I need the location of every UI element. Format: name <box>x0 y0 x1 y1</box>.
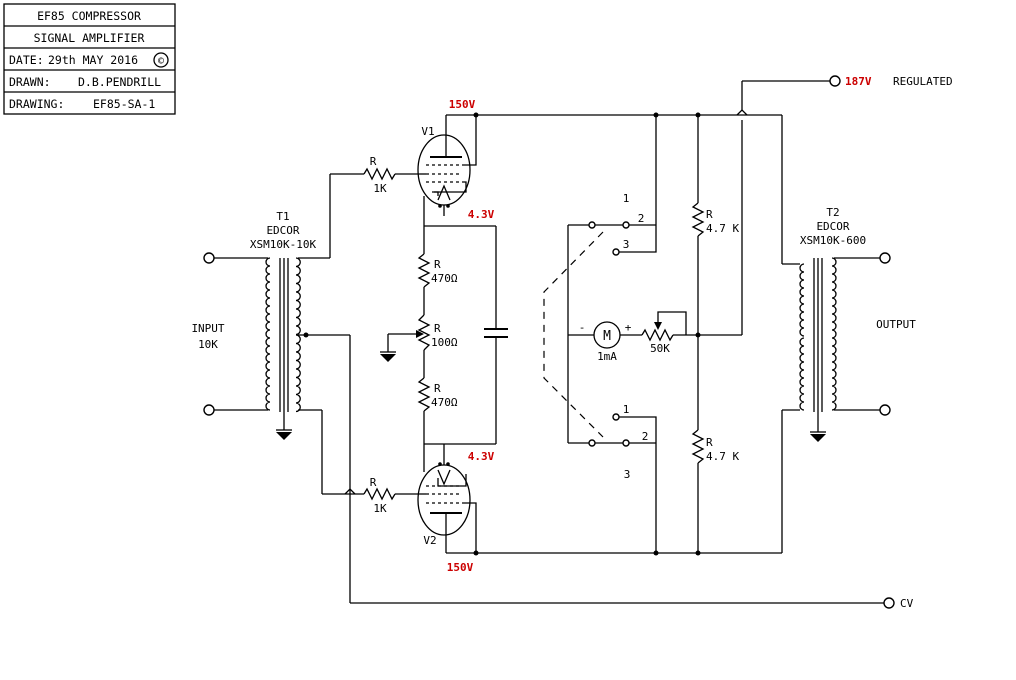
t2-model: XSM10K-600 <box>800 234 866 247</box>
output-label: OUTPUT <box>876 318 916 331</box>
drawing-value: EF85-SA-1 <box>93 97 155 111</box>
grid-resistor-1: R 1K <box>330 155 420 195</box>
meter: M - + 1mA 50K <box>568 311 742 363</box>
copyright-icon <box>153 52 169 68</box>
cv-label: CV <box>900 597 914 610</box>
r-div-bot-value: 4.7 K <box>706 450 739 463</box>
output-terminal-top[interactable] <box>879 252 891 264</box>
supply-terminal[interactable] <box>829 75 841 87</box>
supply-voltage: 187V <box>845 75 872 88</box>
divider: R 4.7 K R 4.7 K <box>691 115 739 553</box>
r-grid-1-ref: R <box>370 155 377 168</box>
drawing-label: DRAWING: <box>9 97 64 111</box>
r-grid-1-value: 1K <box>373 182 387 195</box>
r-cathode-bot-ref: R <box>434 382 441 395</box>
title-block: EF85 COMPRESSOR SIGNAL AMPLIFIER DATE: 2… <box>3 3 176 115</box>
input-terminal-bottom[interactable] <box>203 404 215 416</box>
grid-resistor-2: R 1K <box>322 476 420 515</box>
r-cathode-bot-value: 470Ω <box>431 396 458 409</box>
input-terminal-top[interactable] <box>203 252 215 264</box>
v1-anode-voltage: 150V <box>449 98 476 111</box>
pot-value: 100Ω <box>431 336 458 349</box>
t1-ref: T1 <box>276 210 289 223</box>
r-cathode-top-value: 470Ω <box>431 272 458 285</box>
input-label: INPUT <box>191 322 224 335</box>
supply-rails: 187V REGULATED <box>446 75 953 556</box>
tube-v2: V2 <box>417 444 477 553</box>
sw-upper-pos2: 2 <box>638 212 645 225</box>
date-value: 29th MAY 2016 <box>48 53 138 67</box>
v1-cathode-voltage: 4.3V <box>468 208 495 221</box>
input-section: INPUT 10K <box>191 252 268 416</box>
cathode-network: R 470Ω R 100Ω R 470Ω <box>380 226 508 445</box>
ground-icon <box>380 351 396 362</box>
sw-lower-pos1: 1 <box>623 403 630 416</box>
t1-model: XSM10K-10K <box>250 238 317 251</box>
r-div-top-ref: R <box>706 208 713 221</box>
trim-value: 50K <box>650 342 670 355</box>
title-line-1: EF85 COMPRESSOR <box>37 9 141 23</box>
pot-ref: R <box>434 322 441 335</box>
v2-anode-voltage: 150V <box>447 561 474 574</box>
meter-switch[interactable]: 1 2 3 1 2 3 <box>543 115 657 553</box>
r-cathode-top-ref: R <box>434 258 441 271</box>
ground-icon <box>810 431 826 442</box>
cv-terminal[interactable] <box>883 597 895 609</box>
v2-ref: V2 <box>423 534 436 547</box>
ground-icon <box>276 429 292 440</box>
transformer-t1: T1 EDCOR XSM10K-10K <box>250 174 351 603</box>
sw-upper-pos1: 1 <box>623 192 630 205</box>
t2-ref: T2 <box>826 206 839 219</box>
input-impedance: 10K <box>198 338 218 351</box>
meter-minus: - <box>579 321 586 334</box>
drawn-label: DRAWN: <box>9 75 51 89</box>
copyright-mark: © <box>158 56 165 67</box>
r-grid-2-value: 1K <box>373 502 387 515</box>
meter-range: 1mA <box>597 350 617 363</box>
tube-v1: V1 <box>417 115 496 227</box>
v2-cathode-voltage: 4.3V <box>468 450 495 463</box>
meter-plus: + <box>625 321 632 334</box>
v1-ref: V1 <box>421 125 434 138</box>
sw-upper-pos3: 3 <box>623 238 630 251</box>
sw-lower-pos2: 2 <box>642 430 649 443</box>
supply-label: REGULATED <box>893 75 953 88</box>
r-grid-2-ref: R <box>370 476 377 489</box>
t2-make: EDCOR <box>816 220 849 233</box>
title-line-2: SIGNAL AMPLIFIER <box>34 31 145 45</box>
sw-lower-pos3: 3 <box>624 468 631 481</box>
t1-make: EDCOR <box>266 224 299 237</box>
drawn-value: D.B.PENDRILL <box>78 75 161 89</box>
date-label: DATE: <box>9 53 44 67</box>
transformer-t2: T2 EDCOR XSM10K-600 <box>782 206 880 442</box>
r-div-top-value: 4.7 K <box>706 222 739 235</box>
r-div-bot-ref: R <box>706 436 713 449</box>
meter-symbol: M <box>603 329 611 344</box>
output-terminal-bottom[interactable] <box>879 404 891 416</box>
